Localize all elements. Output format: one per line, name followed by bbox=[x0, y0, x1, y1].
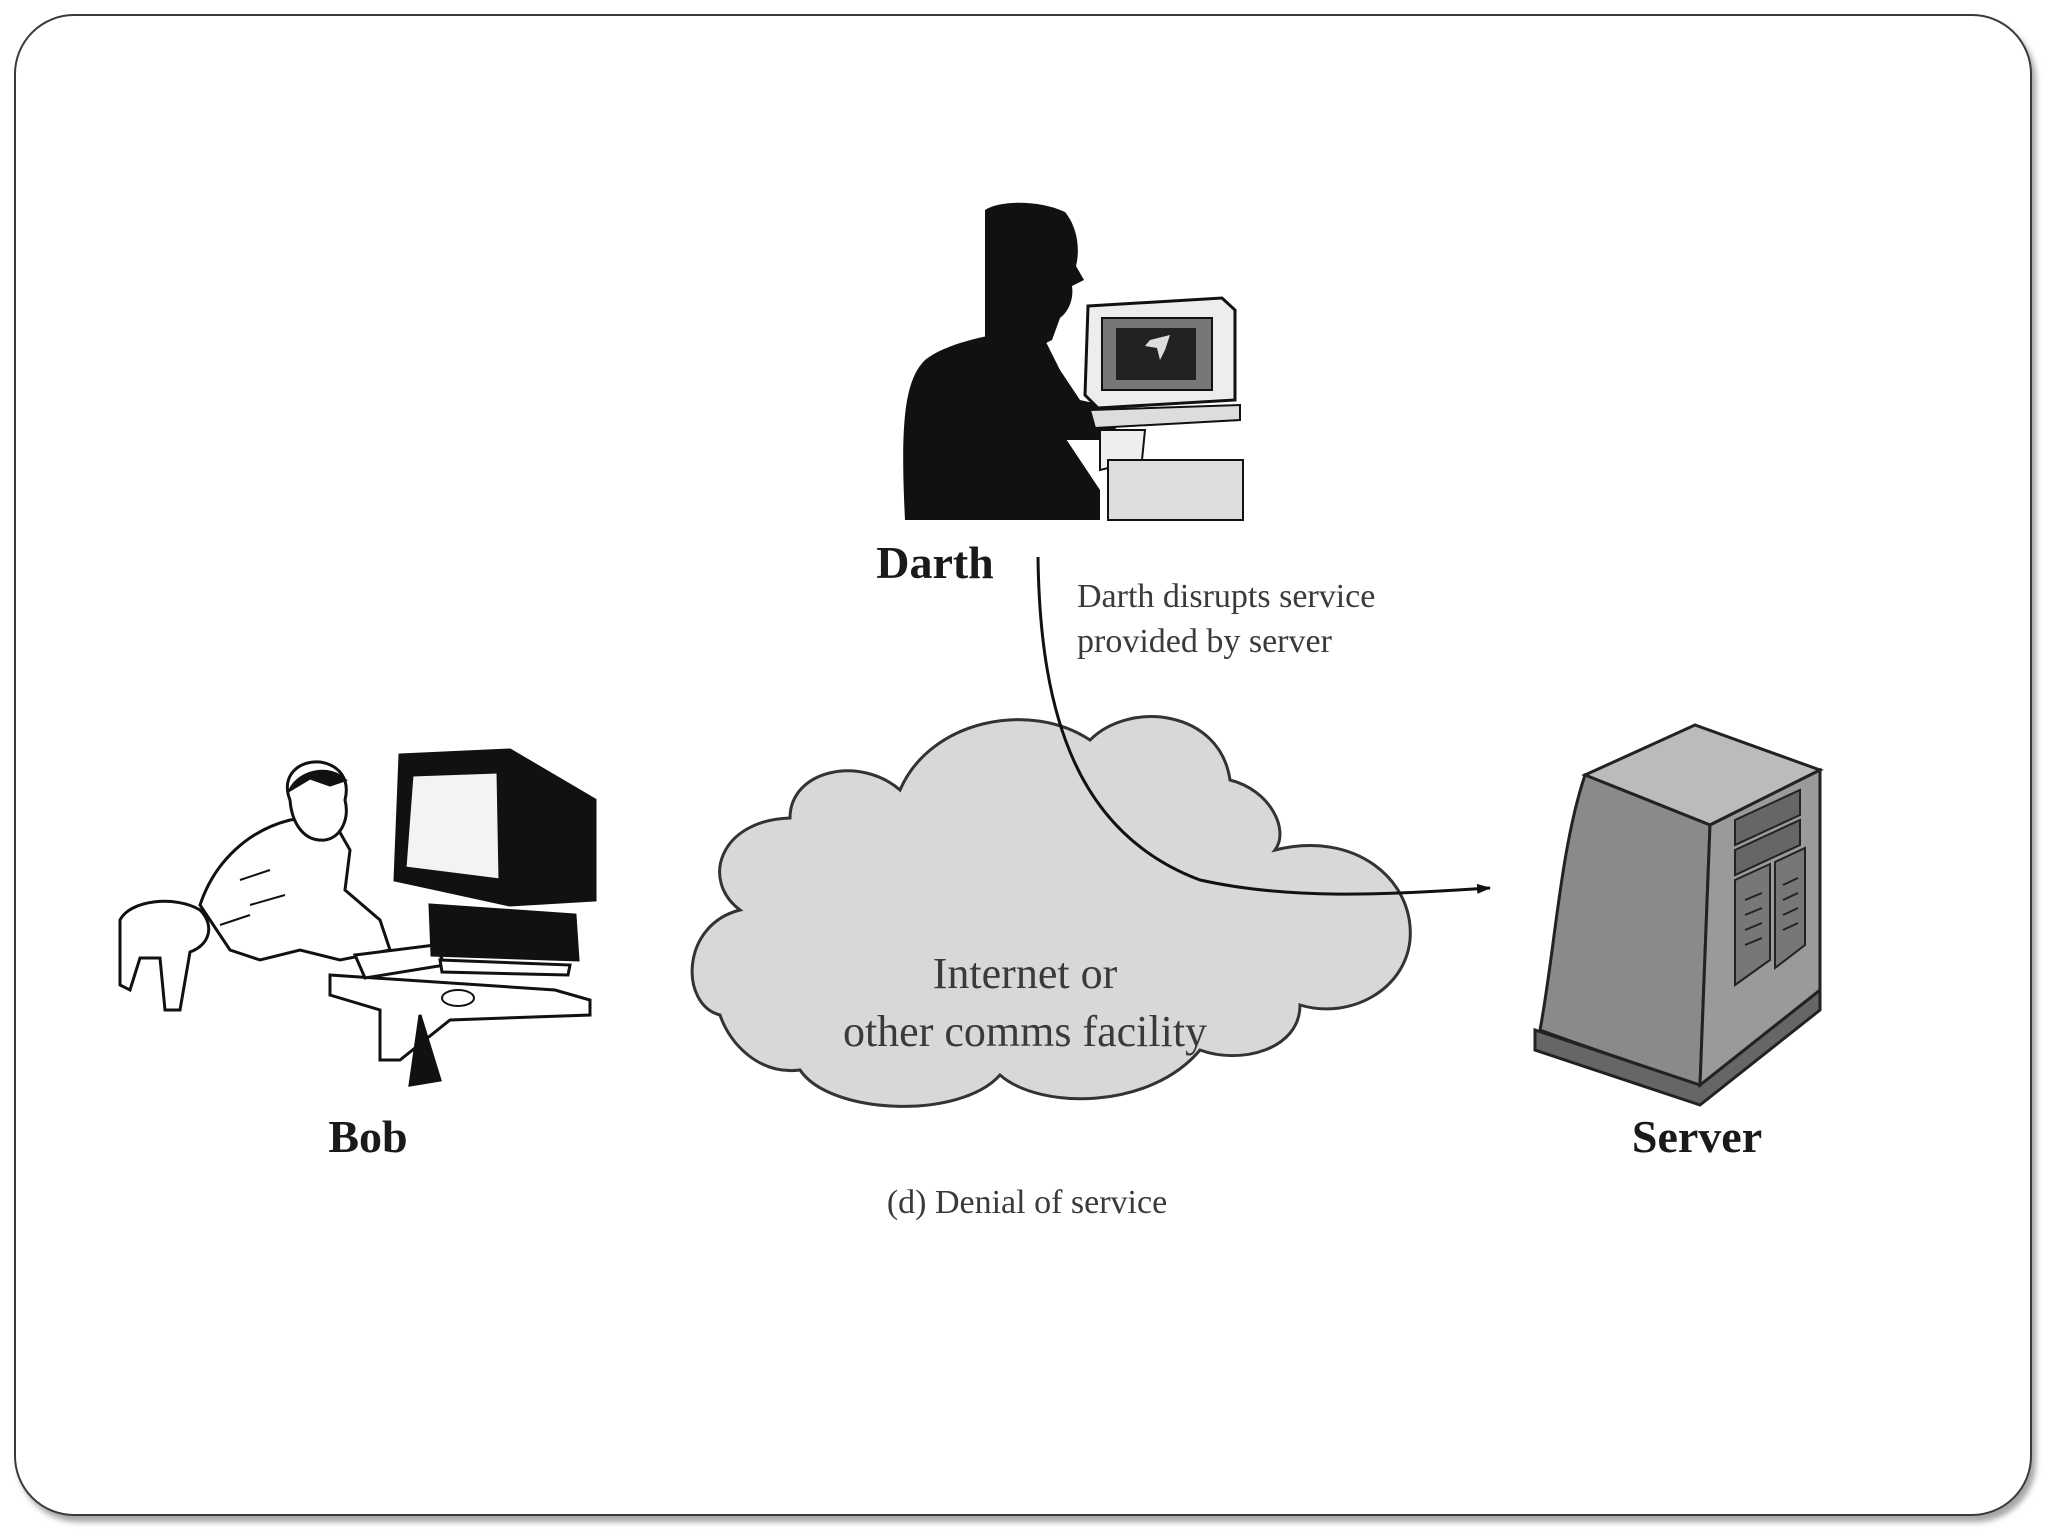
disruption-arrow bbox=[1036, 556, 1491, 896]
cloud-label-line-2: other comms facility bbox=[843, 1007, 1207, 1056]
bob-label: Bob bbox=[328, 1111, 407, 1162]
cloud-label-line-1: Internet or bbox=[933, 949, 1118, 998]
annotation-line-2: provided by server bbox=[1077, 623, 1333, 660]
server-tower-icon bbox=[1533, 723, 1824, 1107]
annotation-line-1: Darth disrupts service bbox=[1077, 578, 1375, 615]
attacker-at-computer-icon bbox=[903, 202, 1244, 521]
diagram-caption: (d) Denial of service bbox=[887, 1184, 1167, 1221]
cloud-icon bbox=[690, 715, 1412, 1108]
server-label: Server bbox=[1632, 1111, 1762, 1162]
user-at-computer-icon bbox=[118, 748, 597, 1087]
darth-label: Darth bbox=[876, 537, 994, 588]
